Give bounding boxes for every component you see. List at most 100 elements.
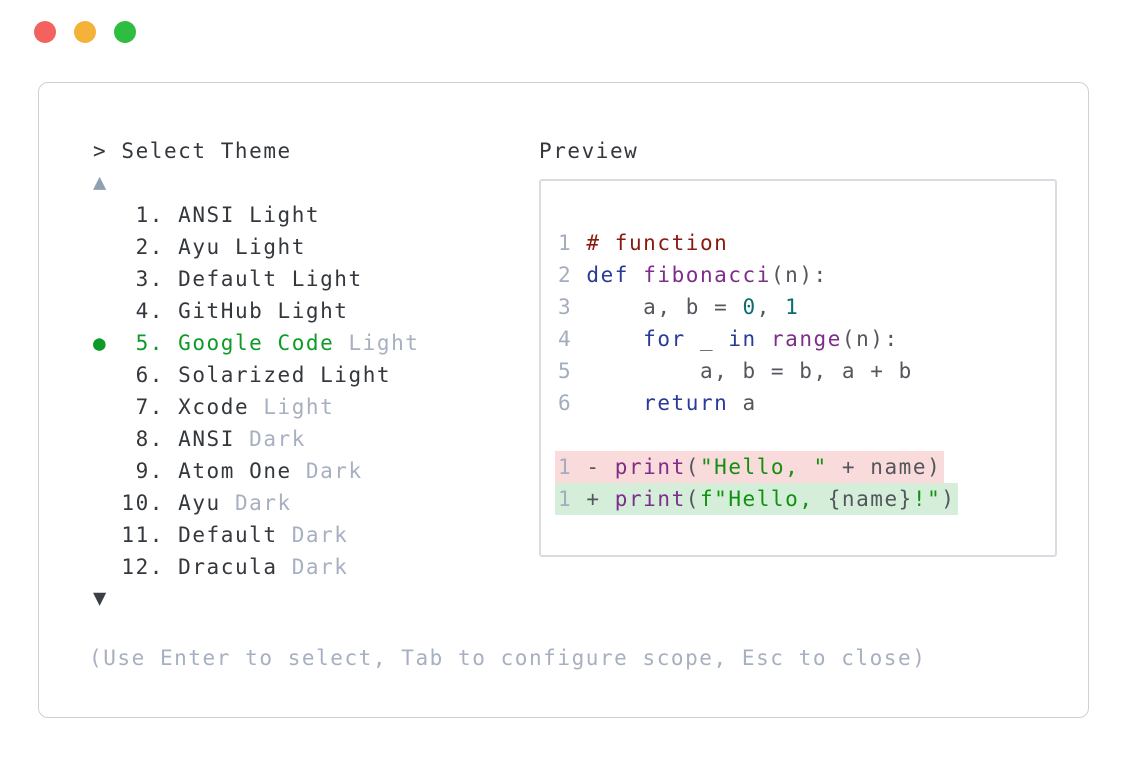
theme-option-9[interactable]: 9. Atom One Dark	[93, 455, 419, 487]
code-token-ln: 4	[558, 327, 573, 351]
code-token-typ: print	[614, 455, 686, 479]
code-token-kwd: def	[586, 263, 629, 287]
option-number: 7.	[93, 395, 179, 419]
theme-option-4[interactable]: 4. GitHub Light	[93, 295, 419, 327]
code-token-pln: +	[572, 487, 615, 511]
theme-option-7[interactable]: 7. Xcode Light	[93, 391, 419, 423]
option-number: 4.	[93, 299, 179, 323]
code-token-ln: 6	[558, 391, 573, 415]
code-token-kwd: for	[643, 327, 686, 351]
option-variant: Light	[263, 299, 349, 323]
theme-option-2[interactable]: 2. Ayu Light	[93, 231, 419, 263]
code-token-ln: 5	[558, 359, 573, 383]
code-token-lit: 1	[785, 295, 800, 319]
minimize-button[interactable]	[74, 21, 96, 43]
code-token-pln: -	[572, 455, 615, 479]
diff-line-removed: 1 - print("Hello, " + name)	[555, 451, 1055, 483]
code-token-typ: fibonacci	[643, 263, 771, 287]
option-number: 9.	[93, 459, 179, 483]
theme-option-10[interactable]: 10. Ayu Dark	[93, 487, 419, 519]
code-token-pln	[629, 263, 643, 287]
code-token-ln: 1	[558, 231, 573, 255]
code-token-pln: _	[685, 327, 729, 351]
option-number: 6.	[93, 363, 179, 387]
code-line: 6 return a	[558, 387, 1055, 419]
option-name: ANSI	[178, 427, 235, 451]
code-token-pln: (n):	[770, 263, 828, 287]
option-name: Google Code	[178, 331, 335, 355]
preview-title: Preview	[539, 139, 639, 163]
theme-option-8[interactable]: 8. ANSI Dark	[93, 423, 419, 455]
code-token-pln: (	[685, 487, 700, 511]
theme-option-3[interactable]: 3. Default Light	[93, 263, 419, 295]
option-number: 1.	[93, 203, 179, 227]
code-token-pln: a, b =	[572, 295, 743, 319]
code-token-typ: print	[614, 487, 686, 511]
code-token-ln: 2	[558, 263, 573, 287]
code-token-pln	[572, 231, 586, 255]
code-token-ln: 1	[558, 487, 573, 511]
code-token-str: f"Hello,	[699, 487, 828, 511]
option-number: 3.	[93, 267, 179, 291]
option-name: GitHub	[178, 299, 264, 323]
scroll-up-indicator[interactable]: ▲	[93, 170, 108, 195]
code-line: 1 # function	[558, 227, 1055, 259]
option-variant: Dark	[220, 491, 292, 515]
option-variant: Dark	[234, 427, 306, 451]
code-token-pln: + name)	[827, 455, 942, 479]
theme-option-6[interactable]: 6. Solarized Light	[93, 359, 419, 391]
code-token-pln: (	[685, 455, 700, 479]
option-number: 2.	[93, 235, 179, 259]
code-token-pln	[572, 263, 586, 287]
code-token-str: "Hello, "	[699, 455, 828, 479]
theme-option-1[interactable]: 1. ANSI Light	[93, 199, 419, 231]
option-name: Solarized	[178, 363, 306, 387]
option-variant: Light	[334, 331, 420, 355]
code-token-kwd: in	[728, 327, 757, 351]
theme-prompt: > Select Theme	[93, 139, 292, 163]
code-token-kwd: return	[643, 391, 729, 415]
option-number: 8.	[93, 427, 179, 451]
code-token-pln: (n):	[841, 327, 899, 351]
theme-option-5[interactable]: ● 5. Google Code Light	[93, 327, 419, 359]
code-token-pln	[572, 391, 643, 415]
option-name: Ayu	[178, 491, 221, 515]
diff-highlight: 1 + print(f"Hello, {name}!")	[555, 483, 959, 515]
option-name: Atom One	[178, 459, 292, 483]
theme-option-12[interactable]: 12. Dracula Dark	[93, 551, 419, 583]
option-name: ANSI	[178, 203, 235, 227]
selected-bullet-and-number: ● 5.	[93, 331, 179, 355]
option-number: 11.	[93, 523, 179, 547]
option-name: Xcode	[178, 395, 250, 419]
code-token-pln	[572, 327, 643, 351]
code-line: 3 a, b = 0, 1	[558, 291, 1055, 323]
option-number: 10.	[93, 491, 179, 515]
code-token-pln: {name}	[827, 487, 913, 511]
option-variant: Light	[234, 203, 321, 227]
code-token-pln: ,	[756, 295, 786, 319]
option-number: 12.	[93, 555, 179, 579]
theme-option-11[interactable]: 11. Default Dark	[93, 519, 419, 551]
code-line: 2 def fibonacci(n):	[558, 259, 1055, 291]
diff-line-added: 1 + print(f"Hello, {name}!")	[555, 483, 1055, 515]
code-token-ln: 1	[558, 455, 573, 479]
maximize-button[interactable]	[114, 21, 136, 43]
code-token-pln: )	[941, 487, 956, 511]
option-variant: Dark	[277, 555, 349, 579]
option-variant: Dark	[291, 459, 363, 483]
theme-list: 1. ANSI Light 2. Ayu Light 3. Default Li…	[93, 199, 419, 583]
code-token-pln: a, b = b, a + b	[572, 359, 913, 383]
option-variant: Light	[249, 395, 335, 419]
theme-picker-window: > Select Theme ▲ 1. ANSI Light 2. Ayu Li…	[38, 82, 1089, 718]
option-variant: Light	[277, 267, 363, 291]
keyboard-hint: (Use Enter to select, Tab to configure s…	[89, 646, 927, 670]
close-button[interactable]	[34, 21, 56, 43]
code-line: 4 for _ in range(n):	[558, 323, 1055, 355]
scroll-down-indicator[interactable]: ▼	[93, 586, 108, 611]
code-token-pln: a	[728, 391, 757, 415]
code-token-lit: 0	[742, 295, 757, 319]
code-line: 5 a, b = b, a + b	[558, 355, 1055, 387]
theme-selector: > Select Theme ▲ 1. ANSI Light 2. Ayu Li…	[93, 135, 419, 615]
option-name: Default	[178, 267, 278, 291]
